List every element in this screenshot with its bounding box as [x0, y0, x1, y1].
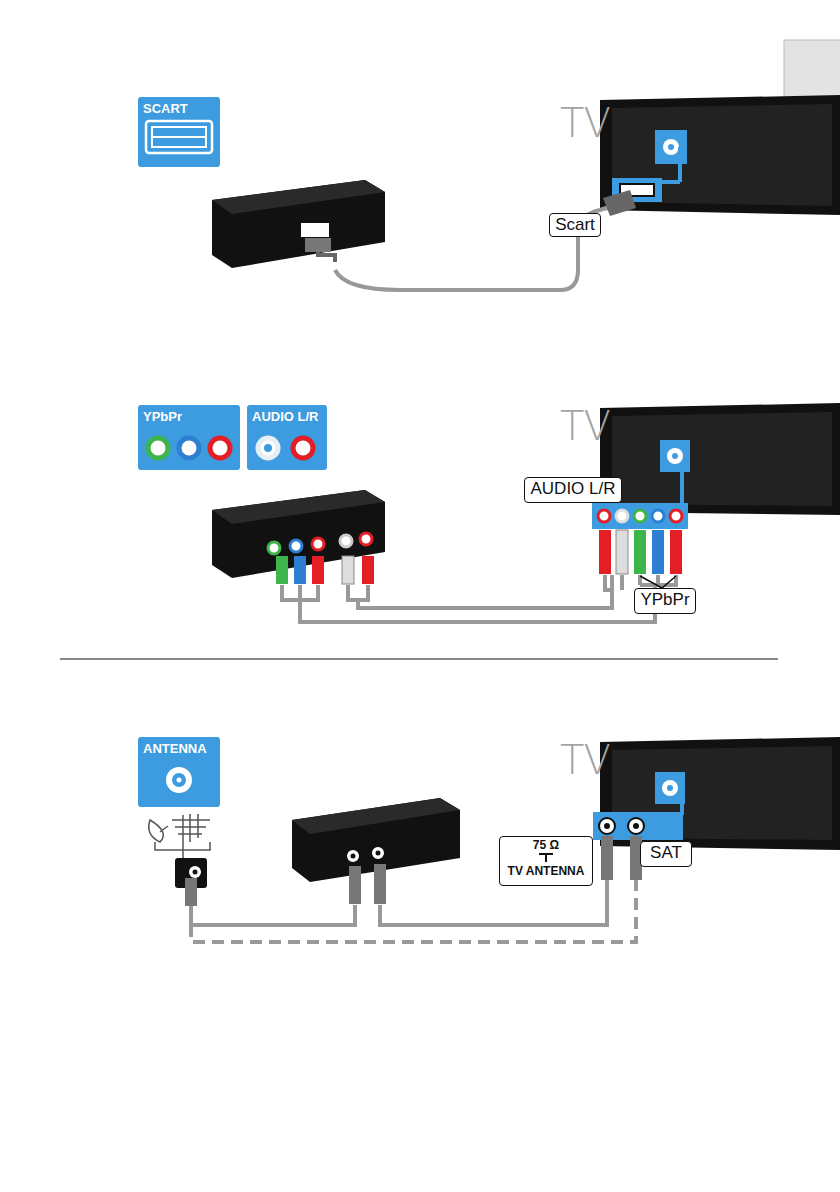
node-text: YPbPr [143, 409, 235, 424]
dish-and-aerial [149, 814, 210, 858]
connector-icon: YPbPr [138, 405, 240, 429]
port-callout: Scart [549, 213, 601, 237]
connector-icon: AUDIO L/R [247, 405, 327, 429]
port-callout: SAT [640, 841, 692, 867]
component-cables [276, 530, 682, 622]
port-callout: 75 Ω TV ANTENNA [499, 836, 593, 886]
tv-set [593, 737, 840, 850]
node-text: TV ANTENNA [504, 864, 588, 878]
device-label: TV [560, 100, 610, 146]
node-text: 75 Ω [504, 838, 588, 852]
scart-cable [305, 190, 636, 290]
node-text: SCART [143, 101, 215, 116]
node-text: SAT [645, 843, 687, 863]
port-callout: AUDIO L/R [524, 477, 621, 503]
node-text: Scart [554, 215, 596, 235]
connector-icon: ANTENNA [138, 737, 220, 761]
tv-set [592, 403, 840, 529]
antenna-icon [138, 737, 220, 807]
port-callout: YPbPr [634, 588, 696, 614]
device-label: TV [560, 737, 610, 783]
antenna-symbol [539, 853, 553, 863]
tv-set [600, 95, 840, 215]
node-text: AUDIO L/R [252, 409, 322, 424]
node-text: YPbPr [639, 590, 691, 610]
divider-line [60, 658, 778, 659]
connector-icon: SCART [138, 97, 220, 121]
ypbpr-bracket [640, 576, 676, 588]
device-label: TV [560, 403, 610, 449]
audio-icon [247, 405, 327, 470]
source-device [212, 180, 385, 268]
scart-icon [138, 97, 220, 167]
ypbpr-icon [138, 405, 240, 470]
node-text: AUDIO L/R [529, 479, 616, 499]
node-text: ANTENNA [143, 741, 215, 756]
antenna-cables [185, 836, 642, 942]
